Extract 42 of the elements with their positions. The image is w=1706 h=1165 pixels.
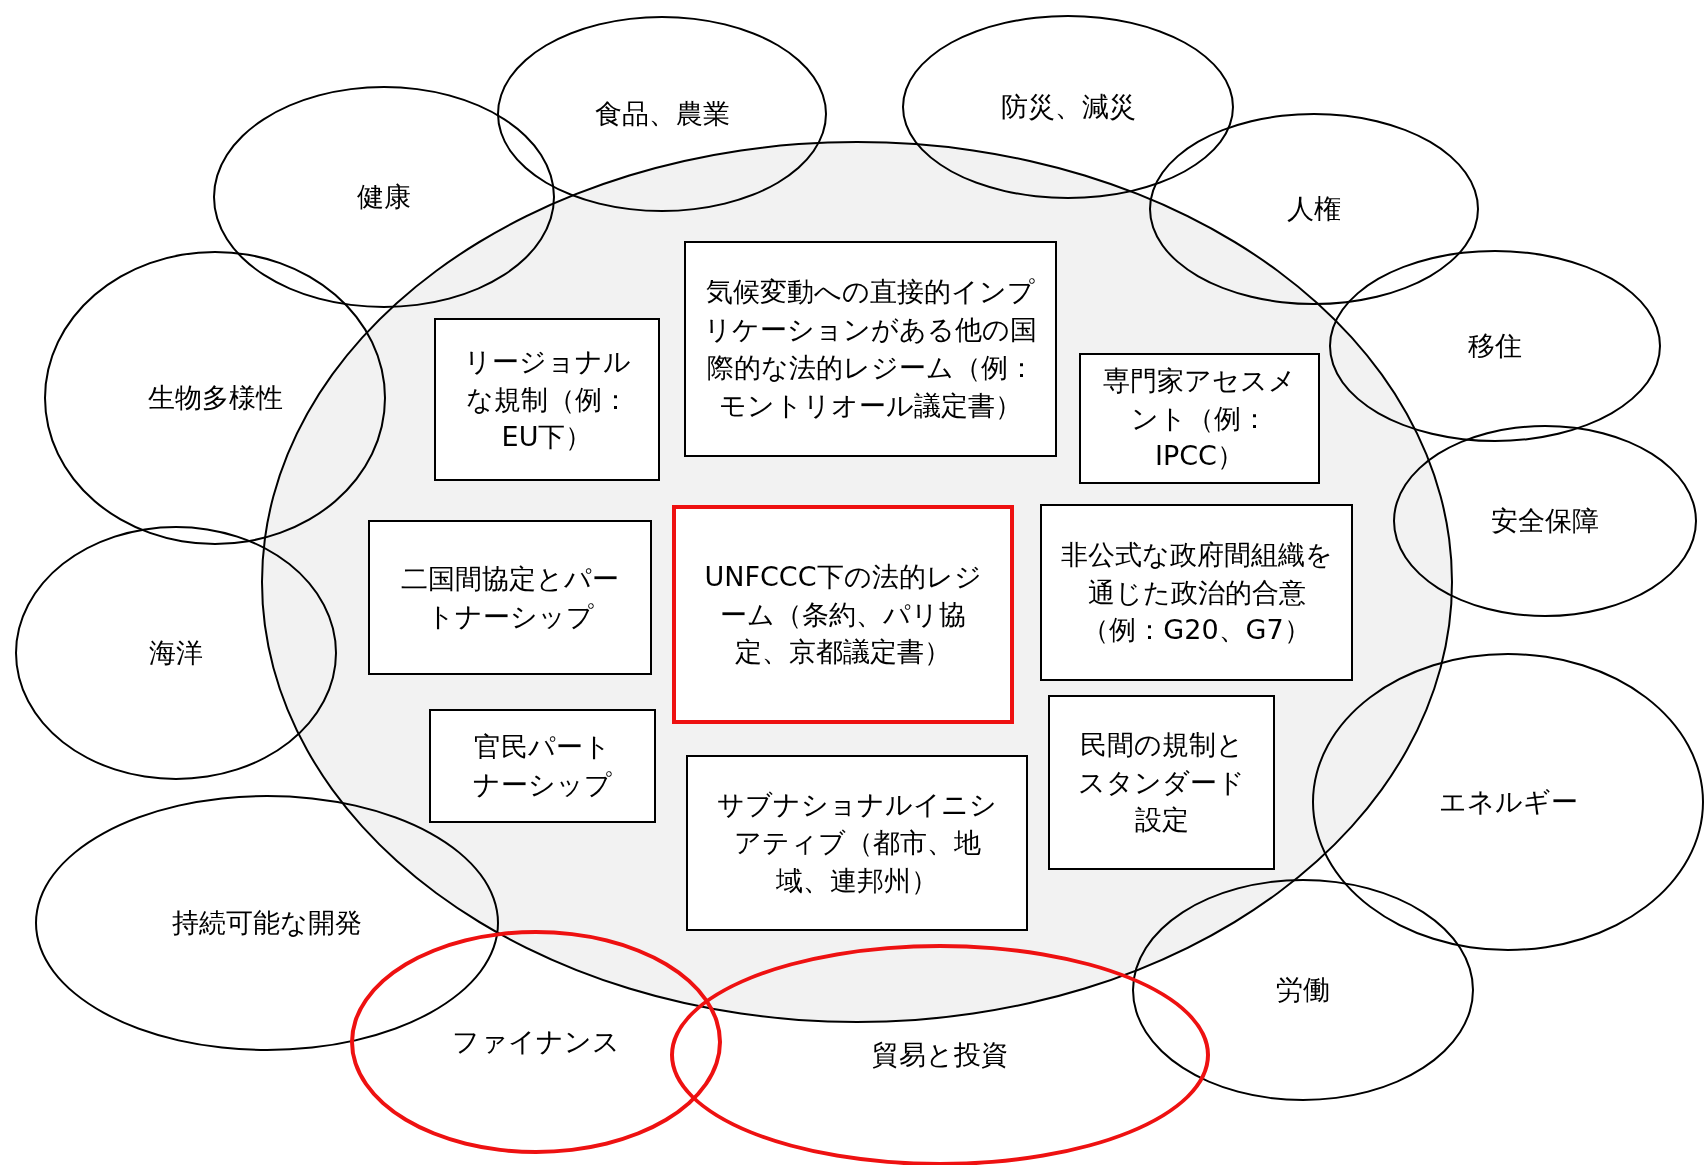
regime-box [429, 709, 656, 823]
topic-label: 貿易と投資 [872, 1038, 1008, 1073]
topic-label: 海洋 [149, 636, 203, 671]
topic-ellipse [15, 526, 337, 780]
topic-label: エネルギー [1438, 785, 1578, 820]
topic-label: 安全保障 [1491, 504, 1599, 539]
topic-label: 人権 [1287, 192, 1341, 227]
topic-label: 労働 [1276, 973, 1330, 1008]
topic-ellipse [670, 944, 1210, 1165]
topic-ellipse [1149, 113, 1479, 305]
topic-ellipse [1329, 250, 1661, 442]
box-label: 民間の規制とスタンダード設定 [1077, 727, 1246, 838]
box-label: サブナショナルイニシアティブ（都市、地域、連邦州） [716, 788, 998, 898]
topic-ellipse [44, 251, 386, 545]
topic-ellipse [1393, 425, 1697, 617]
topic-ellipse [1312, 653, 1704, 951]
box-label: 専門家アセスメント（例：IPCC） [1102, 363, 1297, 474]
topic-label: 生物多様性 [147, 381, 283, 416]
topic-ellipse [1132, 879, 1474, 1101]
box-label: UNFCCC下の法的レジーム（条約、パリ協定、京都議定書） [703, 559, 983, 670]
regime-box [1048, 695, 1275, 870]
regime-box [434, 318, 660, 481]
regime-box [1079, 353, 1320, 484]
topic-label: 健康 [357, 180, 411, 215]
topic-label: 食品、農業 [594, 97, 730, 132]
regime-box [686, 755, 1028, 931]
topic-label: 防災、減災 [1000, 90, 1136, 125]
box-label: リージョナルな規制（例：EU下） [462, 344, 632, 455]
topic-ellipse [497, 16, 827, 212]
box-label: 非公式な政府間組織を通じた政治的合意（例：G20、G7） [1059, 537, 1334, 648]
regime-box [1040, 504, 1353, 681]
topic-ellipse [902, 15, 1234, 199]
box-label: 二国間協定とパートナーシップ [400, 561, 620, 634]
regime-box [684, 241, 1057, 457]
box-label: 気候変動への直接的インプリケーションがある他の国際的な法的レジーム（例：モントリオール議定書） [703, 275, 1038, 423]
topic-label: 移住 [1468, 329, 1522, 364]
topic-label: 持続可能な開発 [172, 906, 362, 941]
topic-ellipse [213, 86, 555, 308]
box-label: 官民パートナーシップ [472, 730, 613, 802]
regime-box [368, 520, 652, 675]
regime-box [672, 505, 1014, 724]
topic-label: ファイナンス [452, 1025, 620, 1060]
